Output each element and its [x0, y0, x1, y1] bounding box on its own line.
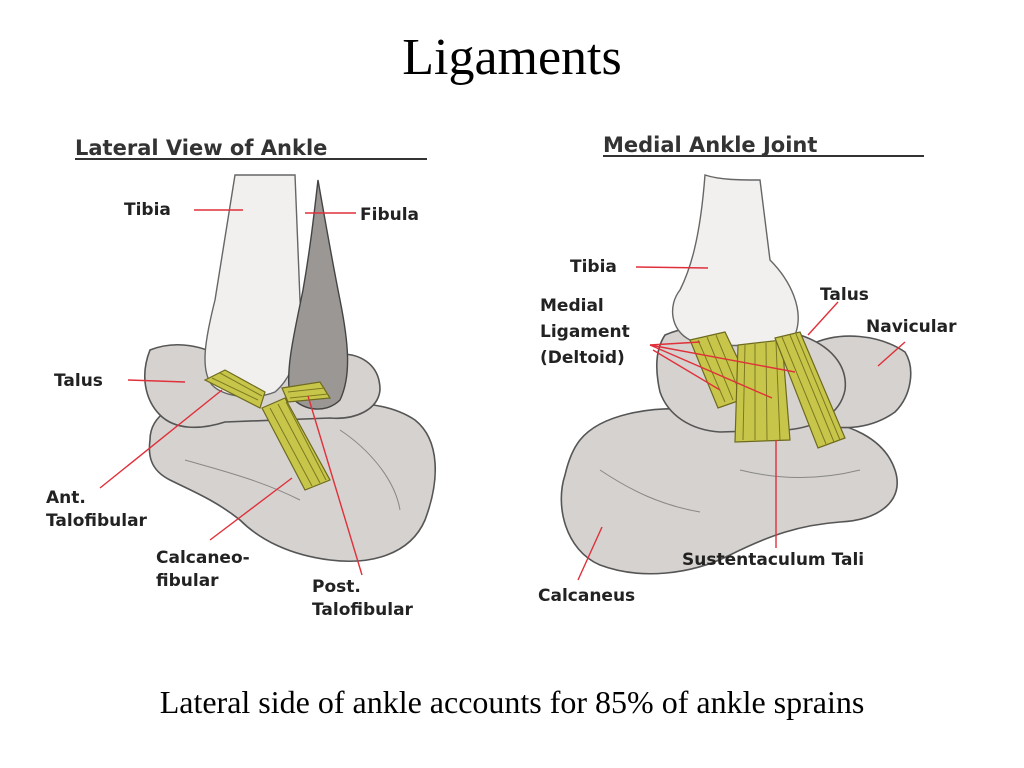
navicular-leader [877, 341, 906, 367]
lateral-view-title: Lateral View of Ankle [75, 136, 327, 160]
medial-view-panel: Medial Ankle Joint Tibia Talus Na [538, 133, 957, 606]
slide-title: Ligaments [402, 29, 622, 86]
deltoid-middle-stripes [742, 341, 781, 441]
medial-calcaneus-leader [577, 526, 603, 581]
deltoid-leader-1 [649, 341, 701, 346]
deltoid-posterior-stripes [781, 333, 841, 445]
medial-tibia-label: Tibia [570, 257, 617, 277]
medial-shading-1 [599, 469, 701, 513]
lateral-tibia-bone [204, 174, 302, 398]
medial-talus-label: Talus [820, 285, 869, 305]
calcaneofibular-stripes [269, 401, 327, 487]
post-talofibular-stripes [287, 387, 329, 399]
lateral-shading-1 [184, 459, 301, 501]
post-talofibular-label-2: Talofibular [312, 600, 414, 620]
lateral-fibula-bone [287, 179, 349, 410]
deltoid-ligament-posterior-band [774, 331, 846, 449]
medial-tibia-leader [635, 266, 709, 269]
ant-talofibular-label-2: Talofibular [46, 511, 148, 531]
lateral-talus-label: Talus [54, 371, 103, 391]
medial-ligament-label-1: Medial [540, 296, 604, 316]
lateral-talus-leader [127, 379, 186, 383]
post-talofibular-ligament [281, 381, 332, 403]
deltoid-leader-4 [652, 349, 721, 391]
medial-shading-2 [739, 469, 861, 478]
ant-talofibular-label-1: Ant. [46, 488, 86, 508]
calcaneofibular-label-2: fibular [156, 571, 219, 591]
medial-view-title: Medial Ankle Joint [603, 133, 817, 157]
lateral-shading-2 [339, 429, 401, 511]
sustentaculum-tali-label: Sustentaculum Tali [682, 550, 864, 570]
navicular-label: Navicular [866, 317, 957, 337]
medial-ligament-label-3: (Deltoid) [540, 348, 625, 368]
lateral-fibula-label: Fibula [360, 205, 419, 225]
deltoid-leader-2 [649, 344, 796, 373]
medial-calcaneus-bone [560, 407, 898, 575]
medial-tibia-bone [671, 174, 799, 347]
lateral-tibia-label: Tibia [124, 200, 171, 220]
medial-calcaneus-label: Calcaneus [538, 586, 635, 606]
ant-talofibular-stripes [211, 372, 263, 401]
medial-ligament-label-2: Ligament [540, 322, 630, 342]
post-talofibular-label-1: Post. [312, 577, 361, 597]
deltoid-ligament-middle-band [734, 339, 791, 443]
post-talofibular-leader [307, 395, 363, 576]
ant-talofibular-leader [99, 389, 223, 489]
lateral-view-panel: Lateral View of Ankle Tibia Fibula Tal [46, 136, 437, 620]
calcaneofibular-leader [209, 477, 293, 541]
slide-caption: Lateral side of ankle accounts for 85% o… [159, 684, 865, 720]
calcaneofibular-ligament [261, 397, 331, 491]
calcaneofibular-label-1: Calcaneo- [156, 548, 250, 568]
medial-talus-leader [807, 301, 839, 336]
deltoid-leader-3 [649, 344, 773, 399]
